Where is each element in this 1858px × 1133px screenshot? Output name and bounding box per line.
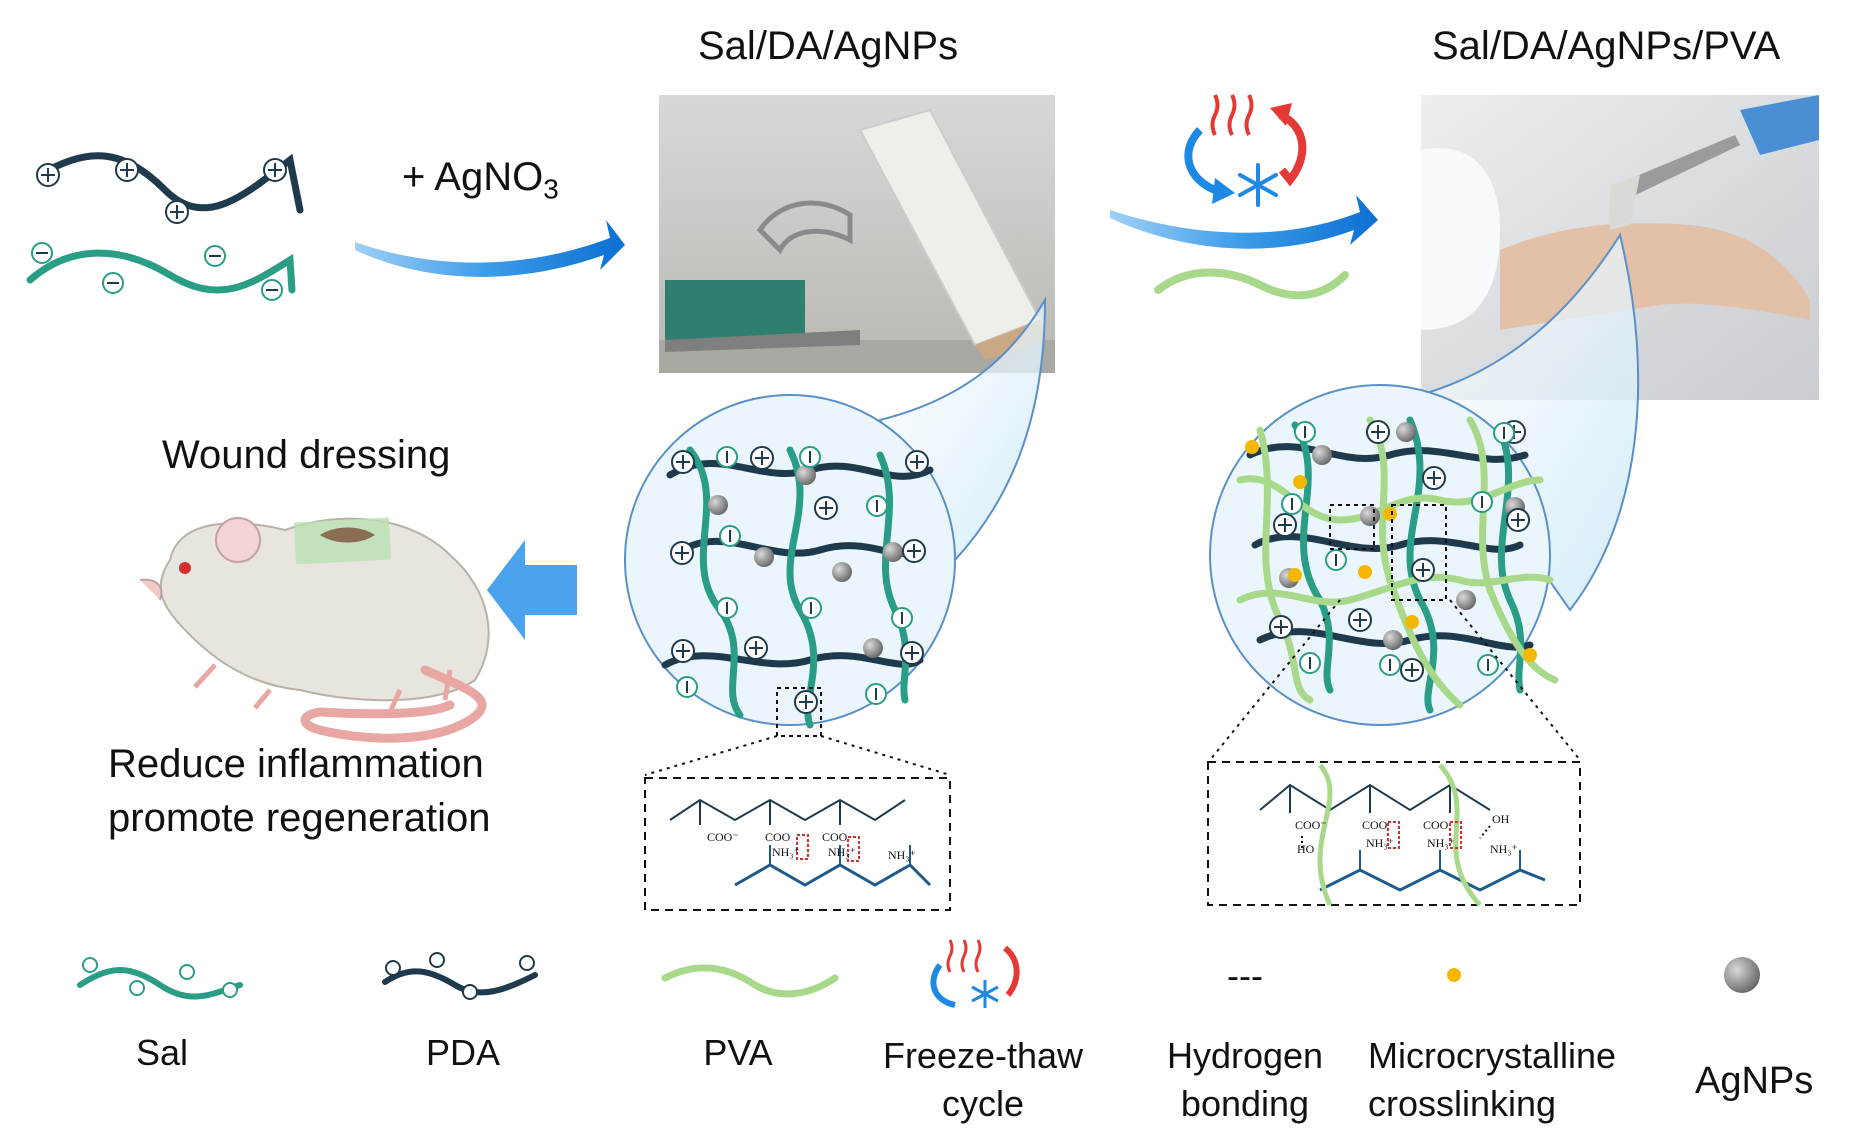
legend-sal-glyph — [77, 957, 243, 1000]
sal-chain-top-left — [26, 242, 296, 301]
legend-pda-glyph — [382, 952, 538, 1000]
step1-title: Sal/DA/AgNPs — [698, 24, 959, 68]
outcome-line-1: Reduce inflammation — [108, 742, 484, 786]
hydrogel-photo-left — [659, 95, 1055, 373]
legend-micro-line-1: Microcrystalline — [1368, 1035, 1617, 1076]
chem-box-right — [1207, 761, 1581, 907]
chem-right-coo-3: COO — [1423, 818, 1449, 832]
wound-dressing-label: Wound dressing — [162, 433, 451, 477]
reagent-prefix: + AgNO — [402, 155, 544, 199]
reagent-label: + AgNO3 — [402, 155, 559, 205]
chem-right-nh-3: NH₃⁺ — [1427, 836, 1455, 850]
chem-right-coo-2: COO — [1362, 818, 1388, 832]
chem-left-nh-3: NH₃⁺ — [828, 845, 856, 859]
legend-freeze-thaw-glyph — [930, 939, 1020, 1008]
legend-micro-line-2: crosslinking — [1368, 1083, 1557, 1124]
chem-left-coo-1: COO⁻ — [707, 830, 739, 844]
pva-chain-top — [1154, 268, 1349, 300]
network-circle-right — [1209, 384, 1559, 726]
zoom-cone-right — [1418, 232, 1640, 612]
outcome-line-2: promote regeneration — [108, 796, 491, 840]
legend-agnp-label: AgNPs — [1695, 1060, 1814, 1102]
legend-hbond-symbol: --- — [1227, 955, 1263, 996]
legend-micro-dot — [1447, 968, 1461, 982]
chem-right-nh-4: NH₃⁺ — [1490, 842, 1518, 856]
legend-pva-label: PVA — [703, 1032, 773, 1073]
reaction-arrow — [355, 220, 625, 277]
legend-sal-label: Sal — [135, 1032, 189, 1073]
chem-right-coo-1: COO⁻ — [1295, 818, 1327, 832]
step2-title: Sal/DA/AgNPs/PVA — [1432, 24, 1781, 68]
network-circle-left — [624, 394, 956, 737]
legend-freeze-line-2: cycle — [941, 1083, 1025, 1124]
chem-left-nh-2: NH₃⁺ — [772, 845, 800, 859]
legend-freeze-line-1: Freeze-thaw — [882, 1035, 1084, 1076]
legend-pda-label: PDA — [425, 1032, 501, 1073]
legend-hbond-line-1: Hydrogen — [1166, 1035, 1324, 1076]
zoom-leader-right — [1209, 599, 1581, 761]
pda-chain-top-left — [36, 152, 304, 224]
chem-box-left — [644, 777, 951, 911]
application-arrow — [487, 540, 577, 640]
chem-left-coo-2: COO — [765, 830, 791, 844]
chem-left-coo-3: COO — [822, 830, 848, 844]
reagent-subscript: 3 — [543, 173, 559, 205]
chem-right-ho: HO — [1297, 842, 1315, 856]
mouse-illustration — [139, 517, 490, 743]
legend-pva-glyph — [661, 964, 839, 998]
chem-left-nh-4: NH₃⁺ — [888, 848, 916, 862]
zoom-leader-left — [644, 735, 951, 776]
legend-hbond-line-2: bonding — [1180, 1083, 1310, 1124]
chem-right-nh-2: NH₃⁺ — [1366, 836, 1394, 850]
hydrogel-photo-right — [1421, 95, 1819, 400]
freeze-thaw-icon — [1184, 94, 1307, 207]
legend-agnp-dot — [1724, 957, 1760, 993]
chem-right-oh: OH — [1492, 812, 1510, 826]
freeze-thaw-arrow — [1110, 195, 1378, 249]
